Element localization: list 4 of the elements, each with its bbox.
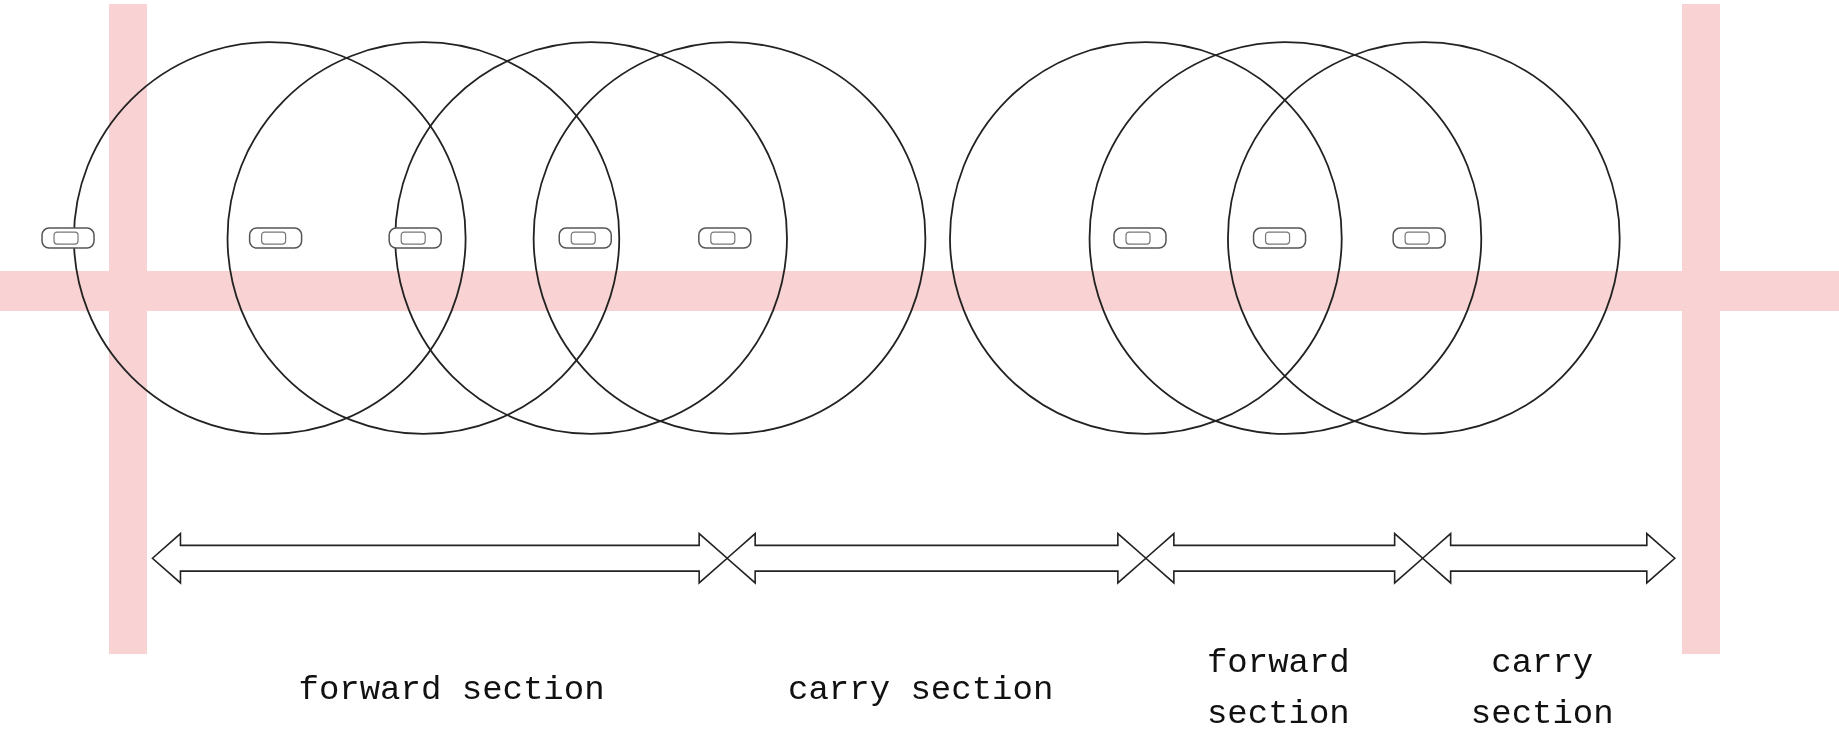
section-label: forward section [1205, 643, 1351, 734]
section-label: carry section [787, 670, 1055, 711]
section-label: carry section [1469, 643, 1615, 734]
section-label: forward section [297, 670, 606, 711]
